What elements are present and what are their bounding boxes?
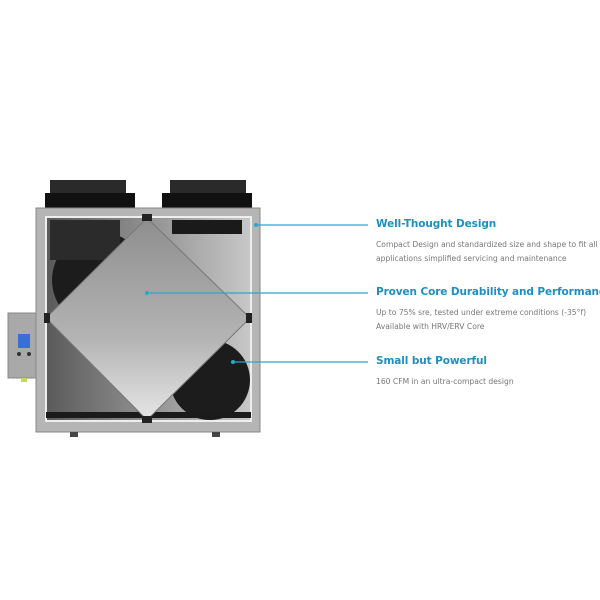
feature-description: Compact Design and standardized size and… xyxy=(376,238,600,266)
description-line: Compact Design and standardized size and… xyxy=(376,240,598,249)
callout-lines xyxy=(145,223,368,364)
description-line: applications simplified servicing and ma… xyxy=(376,254,567,263)
feature-description: Up to 75% sre, tested under extreme cond… xyxy=(376,306,600,334)
description-line: 160 CFM in an ultra-compact design xyxy=(376,377,514,386)
feature-proven-core: Proven Core Durability and Performance U… xyxy=(376,286,600,334)
description-line: Available with HRV/ERV Core xyxy=(376,322,485,331)
feature-description: 160 CFM in an ultra-compact design xyxy=(376,375,600,389)
feature-title: Proven Core Durability and Performance xyxy=(376,286,600,298)
duct-collars xyxy=(45,180,252,208)
description-line: Up to 75% sre, tested under extreme cond… xyxy=(376,308,587,317)
feature-well-thought-design: Well-Thought Design Compact Design and s… xyxy=(376,218,600,266)
feature-small-but-powerful: Small but Powerful 160 CFM in an ultra-c… xyxy=(376,355,600,389)
control-panel xyxy=(7,312,37,382)
feature-title: Small but Powerful xyxy=(376,355,487,367)
feature-title: Well-Thought Design xyxy=(376,218,497,230)
